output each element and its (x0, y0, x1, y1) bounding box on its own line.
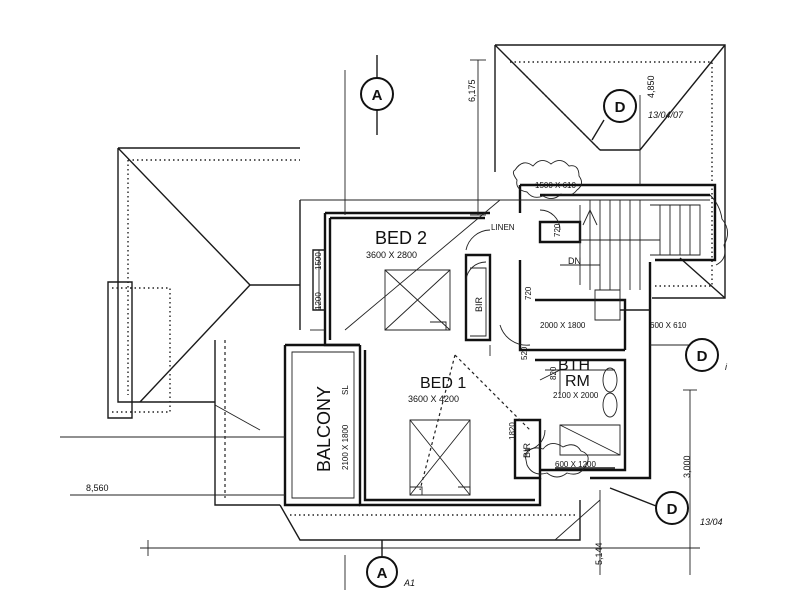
dim-520: 520 (520, 346, 529, 360)
lower-roof (140, 499, 700, 556)
dim-5144: 5,144 (594, 542, 604, 565)
callout-d-right: D (697, 348, 708, 365)
window-1200: 1200 (314, 292, 323, 310)
shrubs (512, 160, 728, 478)
room-bed2-name: BED 2 (375, 228, 427, 248)
left-roof (107, 147, 300, 506)
callout-d-bottom: D (667, 501, 678, 518)
room-balcony-size: 2100 X 1800 (341, 424, 350, 470)
window-2000x1800: 2000 X 1800 (540, 321, 586, 330)
windows (312, 194, 650, 469)
dim-8560: 8,560 (86, 483, 109, 493)
section-a-top: A (360, 55, 394, 135)
dim-720b: 720 (524, 286, 533, 300)
dim-4850: 4,850 (646, 75, 656, 98)
room-bed1-size: 3600 X 4200 (408, 394, 459, 404)
elevation-d-right: D i (685, 338, 728, 372)
elevation-d-top: D 13/04/07 4,850 (591, 75, 684, 141)
stairs (560, 200, 701, 290)
dim-6175: 6,175 (467, 79, 477, 102)
window-600x1200: 600 X 1200 (555, 460, 596, 469)
room-bath-name: BTH (558, 357, 590, 374)
walls (283, 183, 717, 507)
bed-2-furniture (384, 269, 451, 331)
room-bath-size: 2100 X 2000 (553, 391, 599, 400)
ref-a: A1 (403, 578, 415, 588)
dim-820: 820 (549, 366, 558, 380)
dim-720: 720 (553, 223, 562, 237)
section-a-bottom: A A1 (366, 540, 415, 588)
linen-label: LINEN (491, 223, 515, 232)
balcony-sl: SL (341, 385, 350, 395)
ref-top: 13/04/07 (648, 110, 684, 120)
dim-3000: 3,000 (682, 455, 692, 478)
ref-bottom: 13/04 (700, 517, 723, 527)
bir-label-1: BIR (474, 296, 484, 312)
dim-1820: 1820 (508, 422, 517, 440)
callout-a-bottom: A (377, 565, 388, 582)
window-1500x610: 1500 X 610 (535, 181, 576, 190)
bed-1-furniture (409, 354, 531, 496)
room-balcony-name: BALCONY (314, 386, 334, 472)
ref-right: i (725, 362, 728, 372)
right-roof (494, 44, 726, 299)
elevation-d-bottom: D 13/04 (609, 487, 723, 527)
room-bath-suffix: RM (565, 373, 590, 390)
doors (465, 209, 561, 451)
window-600x610: 600 X 610 (650, 321, 687, 330)
callout-a-top: A (372, 87, 383, 104)
window-1500: 1500 (314, 252, 323, 270)
room-bed2-size: 3600 X 2800 (366, 250, 417, 260)
bir-label-2: BIR (522, 442, 532, 458)
dimension-lines (60, 59, 700, 590)
callout-d-top: D (615, 99, 626, 116)
stair-dn-label: DN (568, 256, 581, 266)
room-bed1-name: BED 1 (420, 375, 466, 392)
